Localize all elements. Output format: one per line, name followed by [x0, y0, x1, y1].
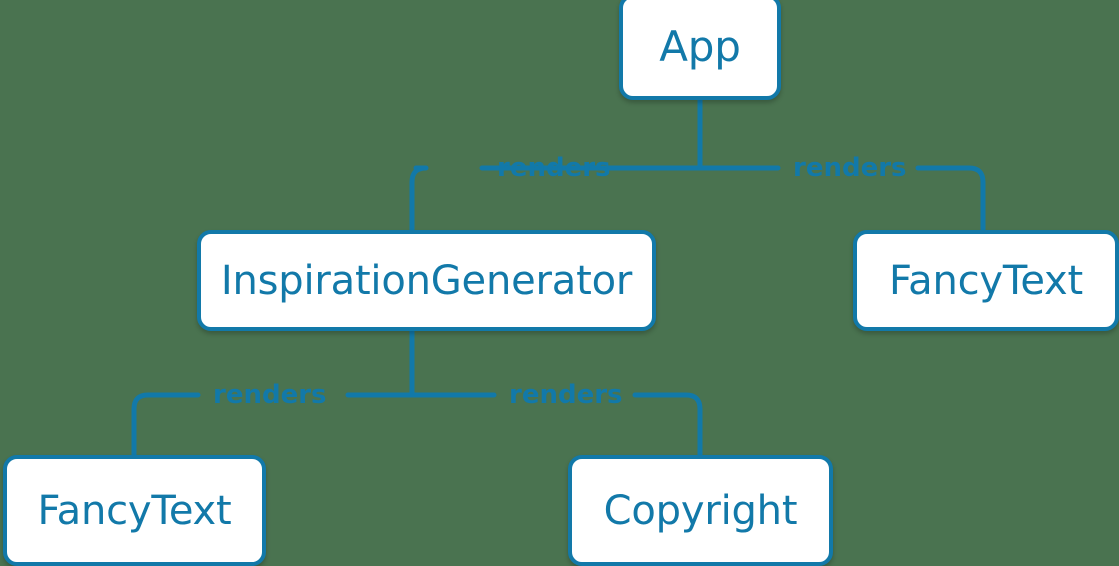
node-copyright-label: Copyright: [603, 487, 798, 534]
node-fancytext-left[interactable]: FancyText: [3, 455, 266, 566]
node-inspiration-generator-label: InspirationGenerator: [220, 257, 633, 304]
node-app-label: App: [659, 22, 741, 71]
node-app[interactable]: App: [619, 0, 781, 100]
node-inspiration-generator[interactable]: InspirationGenerator: [197, 230, 656, 331]
node-fancytext-left-label: FancyText: [37, 487, 232, 534]
node-fancytext-right-label: FancyText: [889, 257, 1083, 304]
edge-label-inspgen-to-copyright: renders: [509, 380, 623, 410]
edge-label-inspgen-to-fancytext-left: renders: [213, 380, 327, 410]
edge-label-app-to-fancytext-right: renders: [793, 153, 907, 183]
edge-label-app-to-inspgen: renders: [497, 153, 611, 183]
node-copyright[interactable]: Copyright: [568, 455, 833, 566]
node-fancytext-right[interactable]: FancyText: [853, 230, 1119, 331]
